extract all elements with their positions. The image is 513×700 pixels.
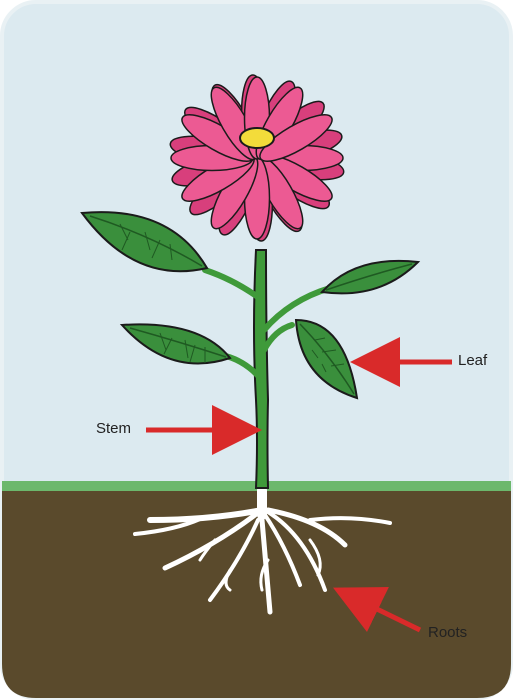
- stem-label: Stem: [96, 421, 131, 436]
- roots-label: Roots: [428, 625, 467, 640]
- flower-center: [240, 128, 274, 148]
- stem: [254, 250, 268, 488]
- leaf-label: Leaf: [458, 353, 487, 368]
